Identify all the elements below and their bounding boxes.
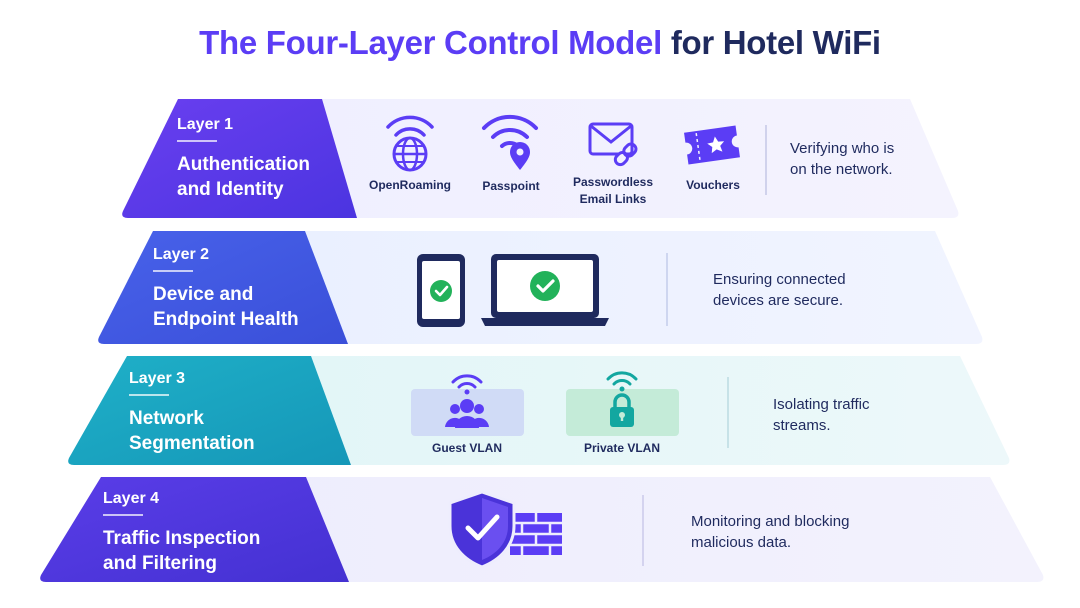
layer-4-description: Monitoring and blocking malicious data. — [691, 511, 849, 553]
title-accent-text: The Four-Layer Control Model — [199, 24, 662, 61]
label-divider — [177, 140, 217, 142]
layer-name: Endpoint Health — [153, 309, 299, 330]
layer-3-description: Isolating traffic streams. — [773, 394, 869, 436]
passwordless-caption: Passwordless Email Links — [562, 174, 664, 208]
layer-name: Traffic Inspection — [103, 528, 261, 549]
layer-number: Layer 2 — [153, 246, 210, 263]
layer-1-band — [122, 99, 959, 218]
description-line: on the network. — [790, 161, 893, 178]
layer-1-label-panel — [122, 99, 357, 218]
layer-number: Layer 3 — [129, 370, 186, 387]
title-dark-text: for Hotel WiFi — [661, 24, 881, 61]
vouchers-caption: Vouchers — [686, 178, 740, 192]
layer-name: Segmentation — [129, 433, 255, 454]
location-wifi-icon — [482, 114, 538, 170]
laptop-check-icon — [481, 254, 609, 326]
firewall-bricks — [510, 513, 562, 555]
layer-3-label: Layer 3 Network Segmentation — [129, 370, 255, 456]
description-line: devices are secure. — [713, 292, 844, 309]
private-vlan-caption: Private VLAN — [583, 441, 661, 455]
guest-group-icon — [445, 399, 489, 428]
caption-line: Email Links — [579, 192, 647, 206]
phone-check-icon — [417, 254, 465, 327]
passpoint-caption: Passpoint — [482, 179, 540, 193]
layer-name: Authentication — [177, 154, 310, 175]
layer-name: and Identity — [177, 179, 284, 200]
layer-2-description: Ensuring connected devices are secure. — [713, 269, 846, 311]
globe-wifi-icon — [386, 115, 434, 172]
shield-firewall-icon — [448, 490, 562, 569]
guest-vlan-caption: Guest VLAN — [431, 441, 502, 455]
layer-name: Device and — [153, 284, 254, 305]
wifi-icon — [451, 374, 483, 395]
label-divider — [153, 270, 193, 272]
padlock-icon — [610, 393, 634, 427]
wifi-icon — [606, 371, 638, 392]
layer-1-description: Verifying who is on the network. — [790, 138, 894, 180]
layer-1-label: Layer 1 Authentication and Identity — [177, 116, 310, 202]
description-line: Ensuring connected — [713, 271, 846, 288]
layer-number: Layer 1 — [177, 116, 234, 133]
label-divider — [129, 394, 169, 396]
openroaming-caption: OpenRoaming — [368, 178, 451, 192]
email-link-icon — [588, 122, 638, 167]
layer-name: Network — [129, 408, 204, 429]
description-line: malicious data. — [691, 534, 792, 551]
description-line: Isolating traffic — [773, 396, 870, 413]
description-line: streams. — [773, 417, 831, 434]
ticket-icon — [684, 125, 740, 165]
page-title: The Four-Layer Control Model for Hotel W… — [0, 24, 1080, 62]
layer-2-label-panel — [98, 231, 348, 344]
description-line: Verifying who is — [790, 140, 895, 157]
layer-2-label: Layer 2 Device and Endpoint Health — [153, 246, 299, 332]
description-line: Monitoring and blocking — [691, 513, 850, 530]
layer-number: Layer 4 — [103, 490, 160, 507]
caption-line: Passwordless — [572, 175, 654, 189]
layer-3-label-panel — [68, 356, 351, 465]
layer-4-label: Layer 4 Traffic Inspection and Filtering — [103, 490, 260, 576]
layer-4-label-panel — [40, 477, 349, 582]
label-divider — [103, 514, 143, 516]
layer-name: and Filtering — [103, 553, 217, 574]
